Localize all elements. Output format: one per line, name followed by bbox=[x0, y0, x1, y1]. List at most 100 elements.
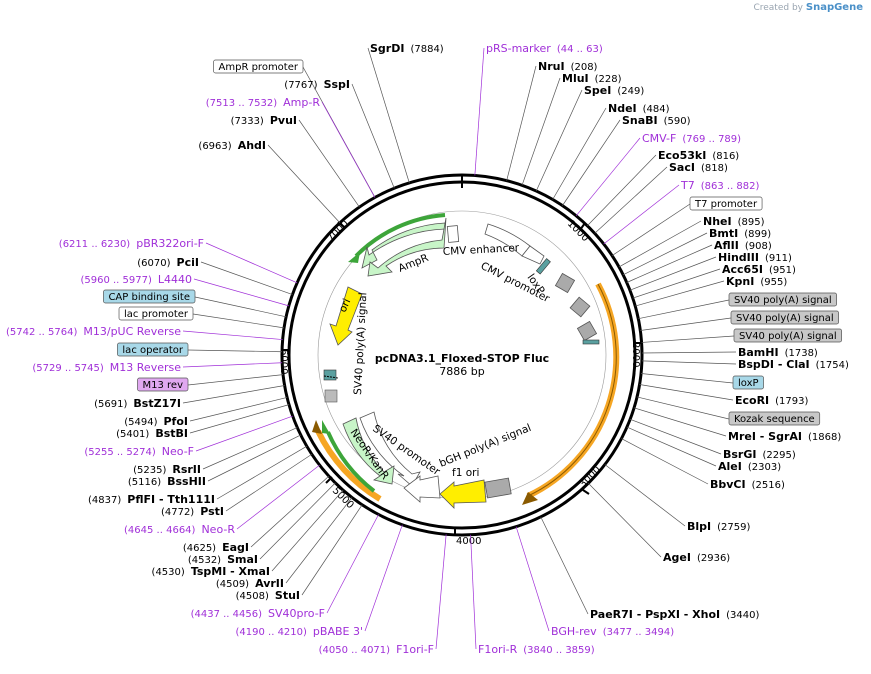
aflii-leader bbox=[626, 244, 713, 283]
primer-name-sv40pro-f: SV40pro-F bbox=[268, 607, 325, 620]
site-name-bbvci: BbvCI bbox=[710, 478, 746, 491]
nhei-leader bbox=[618, 220, 702, 268]
site-labels: AmpR promoter(7767)SspI(7513 .. 7532)Amp… bbox=[6, 42, 849, 656]
sv40-bottom-arrow bbox=[403, 475, 441, 503]
primer-name-f1ori-f: F1ori-F bbox=[396, 643, 434, 656]
sgrdi-leader bbox=[367, 47, 410, 183]
site-pos-alei: (2303) bbox=[748, 462, 781, 473]
site-pos-bstbi: (5401) bbox=[116, 429, 149, 440]
kozak-leader bbox=[636, 396, 730, 420]
feature-box-cap-binding bbox=[103, 289, 196, 304]
site-name-mrei: MreI - SgrAI bbox=[728, 430, 802, 443]
ori-label: ori bbox=[337, 297, 354, 314]
pvui-leader bbox=[298, 119, 360, 208]
site-pos-bspdi: (1754) bbox=[816, 360, 849, 371]
feature-box-t7-promoter bbox=[689, 196, 763, 211]
primer-pos-bgh-rev: (3477 .. 3494) bbox=[603, 627, 675, 638]
site-pos-eco53ki: (816) bbox=[712, 151, 739, 162]
site-name-pcii: PciI bbox=[177, 256, 199, 269]
feature-box-label-ampr-promoter: AmpR promoter bbox=[219, 62, 299, 73]
nrui-leader bbox=[506, 65, 537, 181]
site-name-eagi: EagI bbox=[222, 541, 249, 554]
pcii-leader bbox=[200, 261, 293, 295]
feature-box-sv40pa1 bbox=[728, 292, 838, 307]
site-pos-aflii: (908) bbox=[745, 241, 772, 252]
sv40pa-block-3 bbox=[576, 320, 598, 342]
site-name-tspmi: TspMI - XmaI bbox=[191, 565, 270, 578]
f1ori-label: f1 ori bbox=[452, 467, 479, 479]
site-name-pfoi: PfoI bbox=[164, 415, 189, 428]
site-pos-saci: (818) bbox=[701, 163, 728, 174]
psti-leader bbox=[225, 453, 313, 512]
feature-box-label-sv40pa3: SV40 poly(A) signal bbox=[739, 331, 837, 342]
bstz17i-leader bbox=[182, 385, 285, 404]
bamhi-leader bbox=[641, 351, 737, 354]
primer-pos-amp-r: (7513 .. 7532) bbox=[206, 98, 278, 109]
pfoi-leader bbox=[189, 397, 288, 422]
eco53ki-leader bbox=[587, 154, 657, 227]
site-name-bmti: BmtI bbox=[709, 227, 738, 240]
site-pos-bstz17i: (5691) bbox=[94, 399, 127, 410]
left-small-mark-2 bbox=[324, 389, 338, 403]
feature-box-loxp-box bbox=[732, 375, 764, 390]
m13-rev-leader bbox=[187, 374, 284, 386]
feature-box-label-t7-promoter: T7 promoter bbox=[694, 199, 758, 210]
snapgene-logo-text: SnapGene bbox=[805, 2, 863, 13]
mlui-leader bbox=[521, 77, 561, 186]
site-name-kpni: KpnI bbox=[726, 275, 754, 288]
site-pos-bsrgi: (2295) bbox=[762, 450, 795, 461]
primer-pos-f1ori-f: (4050 .. 4071) bbox=[319, 645, 391, 656]
site-pos-pcii: (6070) bbox=[137, 258, 170, 269]
site-name-bamhi: BamHI bbox=[738, 346, 779, 359]
primer-name-cmv-f: CMV-F bbox=[642, 132, 676, 145]
lac-operator-leader bbox=[187, 349, 283, 353]
neor-feature bbox=[342, 417, 395, 485]
bbvci-leader bbox=[621, 438, 709, 485]
site-pos-avrii: (4509) bbox=[216, 579, 249, 590]
site-name-sgrdi: SgrDI bbox=[370, 42, 404, 55]
pbabe3-leader bbox=[364, 524, 403, 632]
tick-marks bbox=[283, 221, 641, 535]
primer-name-neo-f: Neo-F bbox=[162, 445, 194, 458]
site-name-hindiii: HindIII bbox=[718, 251, 759, 264]
feature-box-label-kozak: Kozak sequence bbox=[734, 414, 815, 425]
feature-box-label-sv40pa1: SV40 poly(A) signal bbox=[734, 295, 832, 306]
site-name-spei: SpeI bbox=[584, 84, 611, 97]
l4440-leader bbox=[193, 278, 289, 307]
site-name-bspdi: BspDI - ClaI bbox=[738, 358, 810, 371]
lac-promoter-leader bbox=[192, 313, 285, 329]
blpi-leader bbox=[604, 464, 686, 527]
site-pos-sgrdi: (7884) bbox=[410, 44, 443, 55]
feature-box-label-sv40pa2: SV40 poly(A) signal bbox=[736, 313, 834, 324]
site-name-bsrgi: BsrGI bbox=[723, 448, 756, 461]
site-name-sspi: SspI bbox=[324, 78, 350, 91]
loxp-mark bbox=[535, 258, 551, 275]
cap-binding-leader bbox=[194, 296, 287, 318]
site-pos-psti: (4772) bbox=[161, 507, 194, 518]
site-name-psti: PstI bbox=[200, 505, 224, 518]
feature-box-label-loxp-box: loxP bbox=[738, 378, 759, 389]
site-name-alei: AleI bbox=[718, 460, 742, 473]
site-pos-bamhi: (1738) bbox=[785, 348, 818, 359]
site-name-stui: StuI bbox=[275, 589, 300, 602]
saci-leader bbox=[594, 166, 668, 234]
bsrgi-leader bbox=[630, 418, 722, 455]
feature-box-label-m13-rev: M13 rev bbox=[143, 380, 184, 391]
amp-r-leader bbox=[321, 101, 376, 198]
stui-leader bbox=[301, 504, 363, 596]
site-pos-mlui: (228) bbox=[595, 74, 622, 85]
site-pos-hindiii: (911) bbox=[765, 253, 792, 264]
t7-leader bbox=[603, 184, 680, 245]
site-pos-blpi: (2759) bbox=[717, 522, 750, 533]
ampr-green-arc bbox=[354, 213, 446, 258]
site-name-snabi: SnaBI bbox=[622, 114, 658, 127]
psshii-leader bbox=[207, 434, 301, 482]
site-pos-tspmi: (4530) bbox=[152, 567, 185, 578]
loxp-box-leader bbox=[641, 373, 734, 384]
sv40pa-block-2 bbox=[569, 296, 591, 318]
prs-marker-leader bbox=[474, 47, 485, 176]
tick-label-6000: 6000 bbox=[278, 349, 289, 374]
avrii-leader bbox=[285, 497, 353, 584]
feature-box-lac-promoter bbox=[118, 306, 194, 321]
